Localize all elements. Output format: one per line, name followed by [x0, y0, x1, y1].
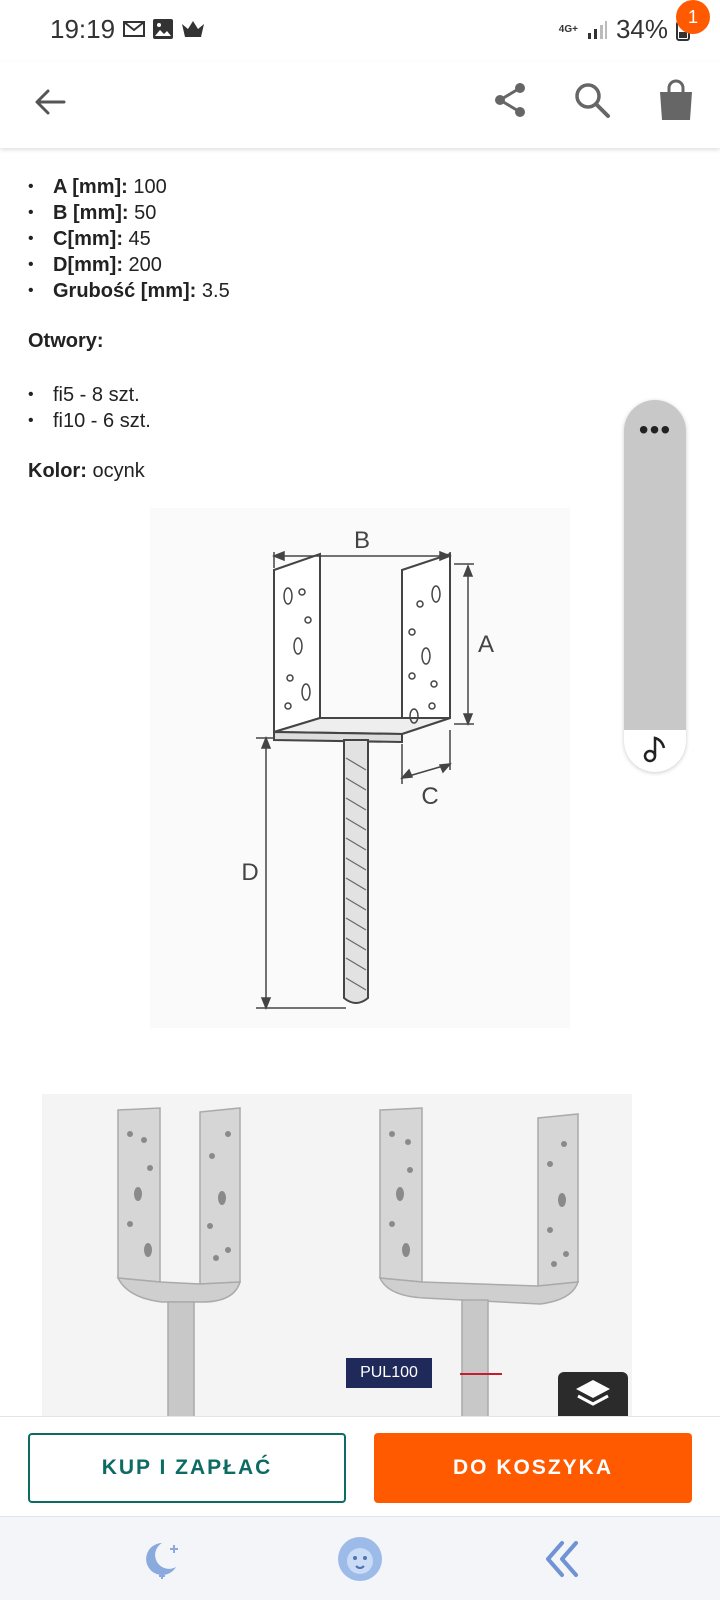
layers-icon: [576, 1380, 610, 1406]
buy-now-button[interactable]: KUP I ZAPŁAĆ: [28, 1433, 346, 1503]
product-photo[interactable]: [42, 1094, 632, 1416]
spec-item: Grubość [mm]: 3.5: [28, 278, 230, 304]
cart-icon[interactable]: [652, 76, 700, 124]
signal-icon: [587, 20, 607, 39]
back-chevrons-icon[interactable]: [534, 1531, 590, 1587]
search-icon[interactable]: [570, 78, 614, 122]
hole-item: fi5 - 8 szt.: [28, 382, 151, 408]
spec-item: B [mm]: 50: [28, 200, 230, 226]
floating-panel[interactable]: •••: [624, 400, 686, 772]
diagram-drawing: B A C D: [241, 527, 494, 1011]
holes-list: fi5 - 8 szt. fi10 - 6 szt.: [28, 382, 151, 434]
share-icon[interactable]: [488, 78, 532, 122]
status-time: 19:19: [50, 14, 116, 44]
product-description: A [mm]: 100 B [mm]: 50 C[mm]: 45 D[mm]: …: [0, 148, 720, 1416]
purchase-bar: KUP I ZAPŁAĆ DO KOSZYKA: [0, 1416, 720, 1516]
color-label: Kolor:: [28, 460, 87, 482]
color-line: Kolor: ocynk: [28, 460, 145, 483]
dimension-label-d: D: [241, 859, 258, 886]
spec-item: C[mm]: 45: [28, 226, 230, 252]
product-code-tag: PUL100: [346, 1358, 432, 1388]
add-to-cart-button[interactable]: DO KOSZYKA: [374, 1433, 692, 1503]
moon-icon[interactable]: [132, 1531, 188, 1587]
color-value: ocynk: [86, 460, 145, 482]
app-bar: [0, 62, 720, 148]
dimension-label-c: C: [421, 783, 438, 810]
spec-item: D[mm]: 200: [28, 252, 230, 278]
more-options-icon[interactable]: •••: [638, 414, 672, 445]
spec-value: 50: [128, 202, 157, 224]
technical-diagram[interactable]: B A C D: [150, 508, 570, 1028]
spec-label: B [mm]:: [53, 202, 129, 224]
holes-title: Otwory:: [28, 330, 104, 352]
spec-list: A [mm]: 100 B [mm]: 50 C[mm]: 45 D[mm]: …: [28, 174, 230, 304]
cart-count-badge: 1: [676, 0, 710, 34]
photo-drawing: [116, 1107, 580, 1416]
gallery-layers-button[interactable]: [558, 1372, 628, 1416]
spec-value: 3.5: [196, 280, 230, 302]
network-type: 4G+: [558, 23, 578, 35]
dimension-label-a: A: [478, 631, 494, 658]
battery-level: 34%: [615, 14, 668, 44]
spec-label: Grubość [mm]:: [53, 280, 197, 302]
dimension-label-b: B: [354, 527, 370, 554]
spec-label: C[mm]:: [53, 228, 123, 250]
gmail-icon: [123, 21, 145, 37]
crown-icon: [182, 21, 204, 37]
spec-label: A [mm]:: [53, 176, 128, 198]
spec-value: 100: [127, 176, 167, 198]
lion-icon[interactable]: [332, 1531, 388, 1587]
system-icons: 4G+ 34%: [559, 14, 690, 45]
spec-item: A [mm]: 100: [28, 174, 230, 200]
hole-item: fi10 - 6 szt.: [28, 408, 151, 434]
music-note-icon[interactable]: [624, 730, 686, 772]
gallery-icon: [153, 19, 173, 39]
back-arrow-icon[interactable]: [28, 80, 72, 124]
spec-value: 45: [123, 228, 151, 250]
notification-icons: [122, 18, 206, 40]
spec-label: D[mm]:: [53, 254, 123, 276]
floating-panel-footer[interactable]: [624, 730, 686, 772]
status-bar: 19:19 4G+ 34%: [0, 0, 720, 62]
spec-value: 200: [123, 254, 162, 276]
system-nav-bar: [0, 1516, 720, 1600]
